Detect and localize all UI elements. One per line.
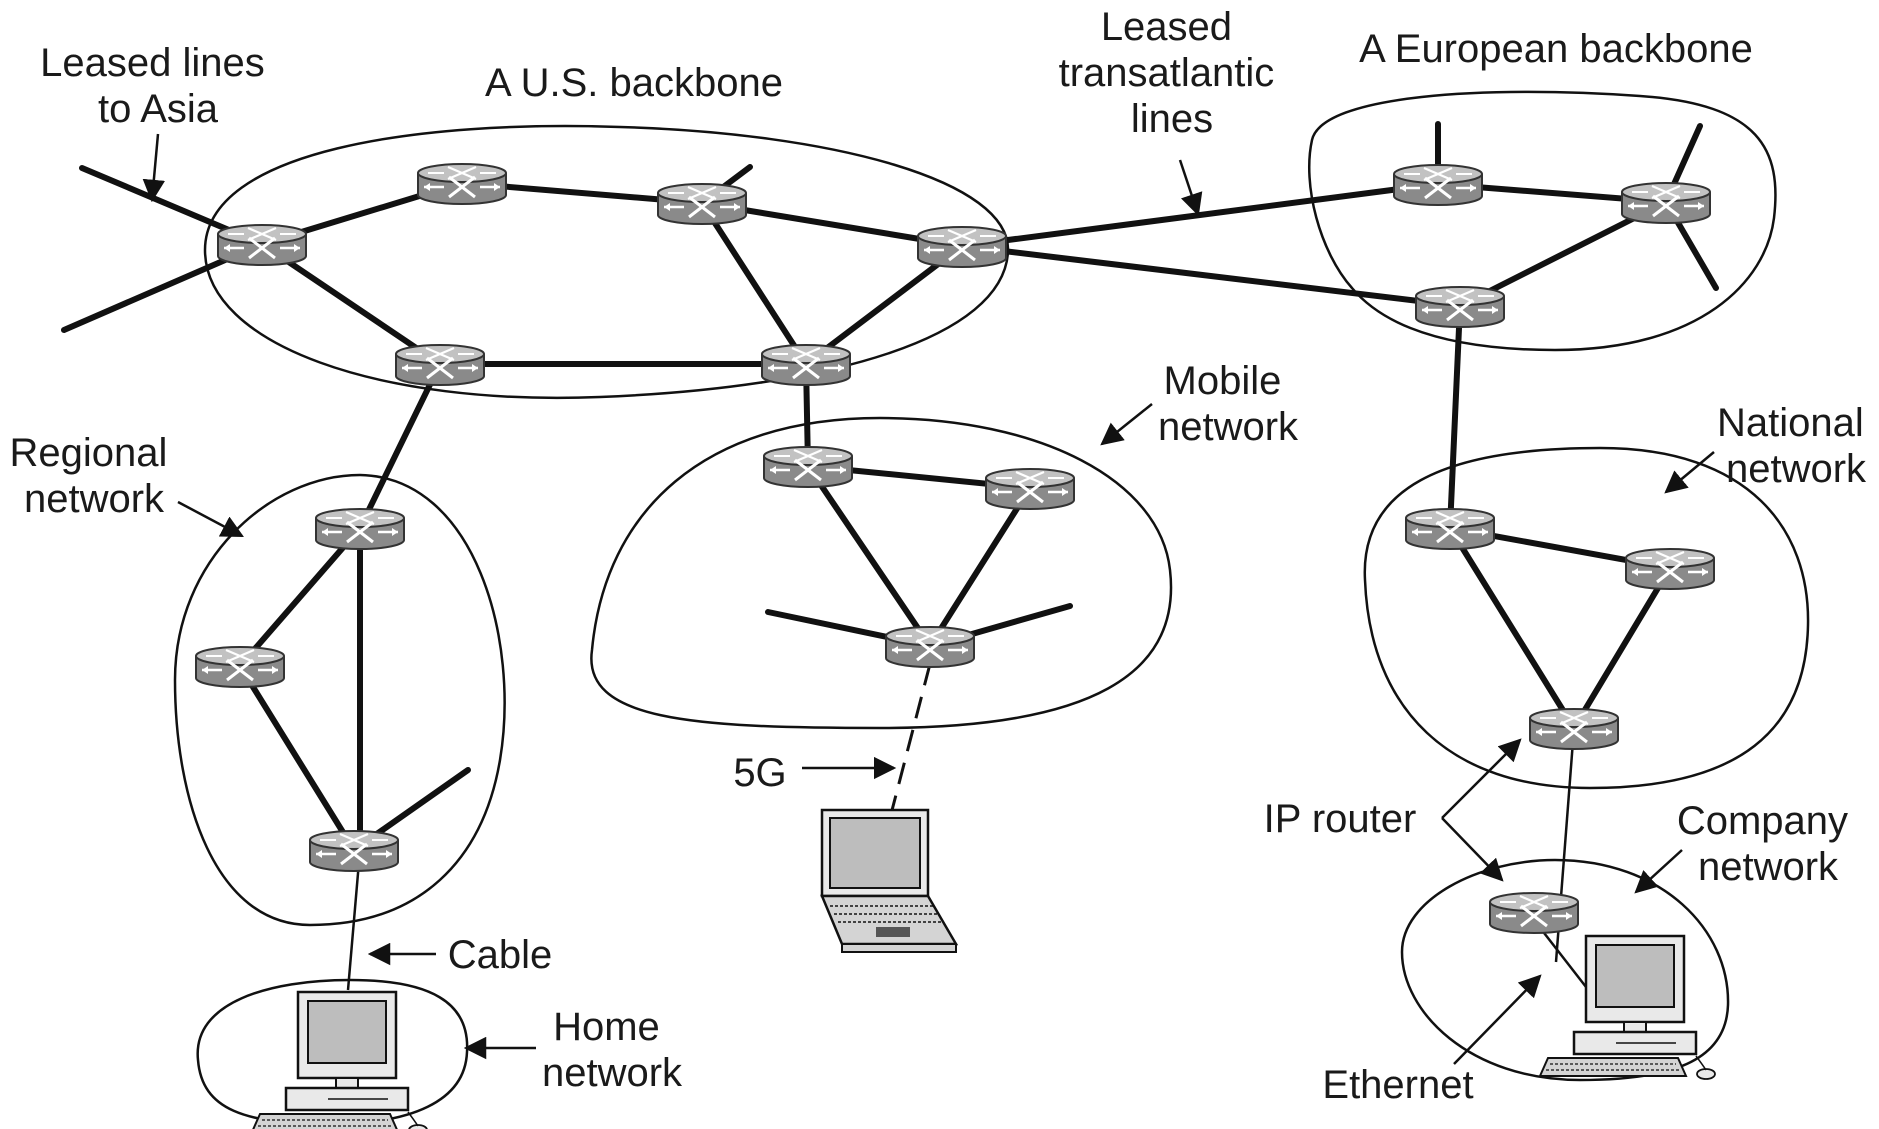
us-backbone-region	[203, 124, 1010, 400]
company-network-label: Company network	[1677, 799, 1859, 889]
router-icon	[760, 343, 852, 387]
mobile-network-label: Mobile network	[1158, 359, 1299, 449]
router-icon	[216, 223, 308, 267]
mobile-network-region	[590, 416, 1173, 730]
router-icon	[884, 625, 976, 669]
us-backbone-label: A U.S. backbone	[485, 61, 783, 105]
leased-transatlantic-label: Leased transatlantic lines	[1059, 5, 1286, 141]
cable-link	[346, 849, 362, 991]
routers	[194, 162, 1716, 935]
router-icon	[1404, 507, 1496, 551]
router-icon	[314, 507, 406, 551]
regional-network-label: Regional network	[9, 431, 178, 521]
ip-router-label: IP router	[1264, 797, 1417, 841]
national-network-region	[1363, 446, 1810, 790]
router-icon	[656, 182, 748, 226]
router-icon	[916, 225, 1008, 269]
router-icon	[1488, 891, 1580, 935]
router-icon	[416, 162, 508, 206]
router-icon	[194, 645, 286, 689]
router-icon	[1414, 285, 1506, 329]
router-icon	[984, 467, 1076, 511]
european-backbone-label: A European backbone	[1359, 27, 1753, 71]
router-icon	[1624, 547, 1716, 591]
router-icon	[762, 445, 854, 489]
european-backbone-region	[1308, 90, 1777, 352]
ethernet-label: Ethernet	[1322, 1063, 1473, 1107]
labels: Leased lines to Asia A U.S. backbone Lea…	[9, 5, 1875, 1107]
national-network-label: National network	[1717, 401, 1875, 491]
laptop-icon	[820, 808, 958, 954]
network-links	[61, 121, 1719, 853]
router-icon	[1528, 707, 1620, 751]
router-icon	[1620, 181, 1712, 225]
router-icon	[308, 829, 400, 873]
router-icon	[1392, 163, 1484, 207]
home-network-label: Home network	[542, 1005, 683, 1095]
leased-lines-asia-label: Leased lines to Asia	[40, 41, 276, 131]
fiveg-link	[888, 663, 932, 819]
desktop-computer-icon	[1538, 934, 1717, 1081]
label-arrows	[142, 133, 1715, 1065]
fiveg-label: 5G	[733, 751, 786, 795]
desktop-computer-icon	[250, 990, 429, 1129]
regional-network-region	[173, 473, 506, 927]
router-icon	[394, 343, 486, 387]
cable-label: Cable	[448, 933, 553, 977]
